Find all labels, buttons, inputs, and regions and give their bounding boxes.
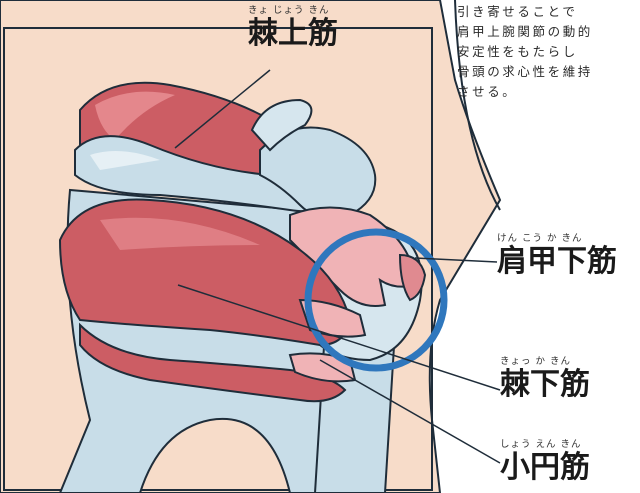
description-line: 骨頭の求心性を維持 [457, 62, 640, 82]
label-name: 小円筋 [500, 451, 590, 485]
label-infraspinatus: きょっ か きん 棘下筋 [500, 355, 590, 402]
label-subscapularis: けん こう か きん 肩甲下筋 [497, 232, 617, 279]
label-name: 棘上筋 [248, 17, 338, 51]
description-paragraph: 引き寄せることで 肩甲上腕関節の動的 安定性をもたらし 骨頭の求心性を維持 させ… [457, 2, 640, 102]
description-line: 引き寄せることで [457, 2, 640, 22]
label-supraspinatus: きょ じょう きん 棘上筋 [248, 4, 338, 51]
description-line: させる。 [457, 82, 640, 102]
description-line: 安定性をもたらし [457, 42, 640, 62]
label-name: 肩甲下筋 [497, 245, 617, 279]
label-name: 棘下筋 [500, 368, 590, 402]
description-line: 肩甲上腕関節の動的 [457, 22, 640, 42]
label-teres-minor: しょう えん きん 小円筋 [500, 438, 590, 485]
